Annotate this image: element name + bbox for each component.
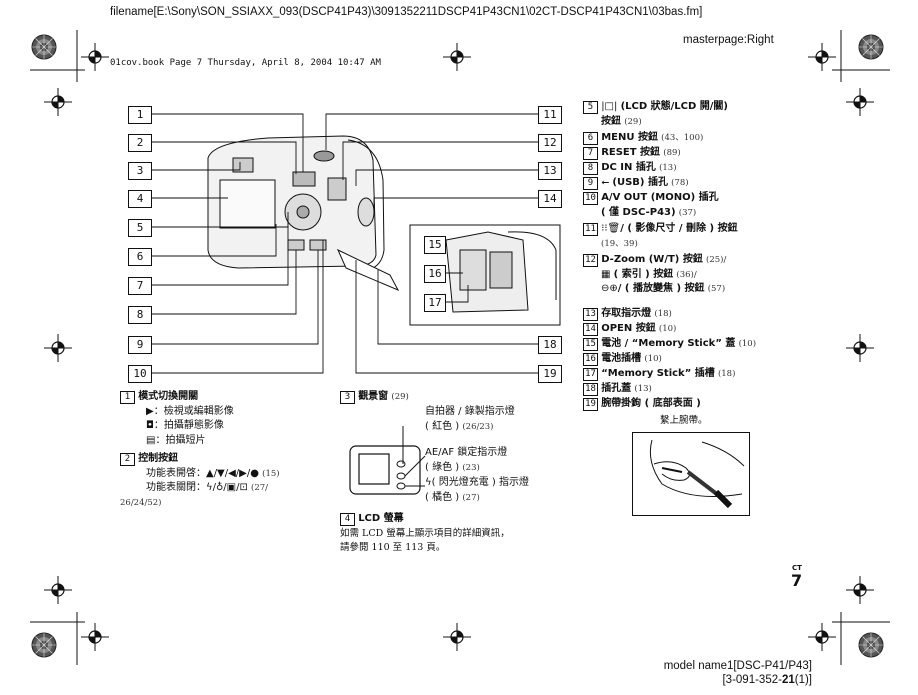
callout-6: 6 xyxy=(128,248,152,266)
camera-icon: ◘ xyxy=(146,420,154,431)
right-item-18: 18 插孔蓋 (13) xyxy=(583,382,652,397)
right-item-10: 10 A/V OUT (MONO) 插孔 ( 僅 DSC-P43) (37) xyxy=(583,191,719,220)
right-item-6: 6 MENU 按鈕 (43、100) xyxy=(583,131,703,146)
callout-4: 4 xyxy=(128,190,152,208)
header-masterpage: masterpage:Right xyxy=(683,34,774,46)
right-item-16: 16 電池插槽 (10) xyxy=(583,352,662,367)
page-number: 7 xyxy=(791,571,803,590)
playback-icon: ▶ xyxy=(146,405,154,417)
camera-diagram xyxy=(150,113,561,374)
lang-code: CT xyxy=(792,564,802,572)
lcd-status-icon: |□| xyxy=(601,101,618,112)
zoom-out-icon: ⊖ xyxy=(601,283,610,294)
flash-icon: ϟ xyxy=(425,477,432,488)
callout-11: 11 xyxy=(538,106,562,124)
right-item-7: 7 RESET 按鈕 (89) xyxy=(583,146,681,161)
index-icon: ▦ xyxy=(601,268,611,280)
footer-model: model name1[DSC-P41/P43] xyxy=(663,660,812,672)
right-item-12: 12 D-Zoom (W/T) 按鈕 (25)/ ▦ ( 索引 ) 按鈕 (36… xyxy=(583,253,726,297)
callout-2: 2 xyxy=(128,134,152,152)
callout-5: 5 xyxy=(128,219,152,237)
right-item-15: 15 電池 / “Memory Stick” 蓋 (10) xyxy=(583,337,756,352)
footer-code: [3-091-352-21(1)] xyxy=(722,674,812,686)
trash-icon: 🗑 xyxy=(607,223,621,234)
book-info-line: 01cov.book Page 7 Thursday, April 8, 200… xyxy=(110,58,381,68)
item-1: 1 模式切換開關 ▶：檢視或編輯影像 ◘：拍攝靜態影像 ▤：拍攝短片 xyxy=(120,390,234,448)
right-item-17: 17 “Memory Stick” 插槽 (18) xyxy=(583,367,735,382)
callout-12: 12 xyxy=(538,134,562,152)
lamp-aeaf: AE/AF 鎖定指示燈 ( 綠色 ) (23) xyxy=(425,447,508,473)
viewfinder-lamps-diagram xyxy=(349,426,426,495)
callout-10: 10 xyxy=(128,365,152,383)
strap-caption: 繫上腕帶。 xyxy=(660,415,708,426)
callout-3: 3 xyxy=(128,162,152,180)
callout-18: 18 xyxy=(538,336,562,354)
callout-7: 7 xyxy=(128,277,152,295)
lamp-self-timer: 自拍器 / 錄製指示燈 ( 紅色 ) (26/23) xyxy=(425,406,515,432)
zoom-in-icon: ⊕ xyxy=(609,283,618,294)
right-item-14: 14 OPEN 按鈕 (10) xyxy=(583,322,676,337)
lamp-flash: ϟ( 閃光燈充電 ) 指示燈 ( 橘色 ) (27) xyxy=(425,477,529,503)
item-3: 3 觀景窗 (29) xyxy=(340,390,409,405)
callout-17: 17 xyxy=(424,294,446,312)
movie-icon: ▤ xyxy=(146,434,156,446)
callout-19: 19 xyxy=(538,365,562,383)
callout-16: 16 xyxy=(424,265,446,283)
header-filename: filename[E:\Sony\SON_SSIAXX_093(DSCP41P4… xyxy=(110,6,703,18)
right-item-19: 19 腕帶掛鉤 ( 底部表面 ) xyxy=(583,397,701,412)
right-item-8: 8 DC IN 插孔 (13) xyxy=(583,161,677,176)
item-4: 4 LCD 螢幕 如需 LCD 螢幕上顯示項目的詳細資訊， 請參閱 110 至 … xyxy=(340,513,510,553)
callout-8: 8 xyxy=(128,306,152,324)
flash-self-timer-icons: ϟ/♁/▣/⊡ xyxy=(206,482,248,493)
strap-illustration xyxy=(632,432,750,516)
item-2: 2 控制按鈕 功能表開啓：▲/▼/◀/▶/● (15) 功能表關閉：ϟ/♁/▣/… xyxy=(120,453,280,508)
right-item-11: 11 ⁝⁝🗑/ ( 影像尺寸 / 刪除 ) 按鈕 (19、39) xyxy=(583,222,738,251)
right-item-9: 9 ⭠ (USB) 插孔 (78) xyxy=(583,176,689,191)
right-item-5: 5 |□| (LCD 狀態/LCD 開/關) 按鈕 (29) xyxy=(583,100,728,129)
image-size-icon: ⁝⁝ xyxy=(601,223,608,234)
callout-14: 14 xyxy=(538,190,562,208)
right-item-13: 13 存取指示燈 (18) xyxy=(583,307,672,322)
callout-1: 1 xyxy=(128,106,152,124)
usb-icon: ⭠ xyxy=(601,177,610,188)
callout-15: 15 xyxy=(424,236,446,254)
callout-13: 13 xyxy=(538,162,562,180)
callout-9: 9 xyxy=(128,336,152,354)
